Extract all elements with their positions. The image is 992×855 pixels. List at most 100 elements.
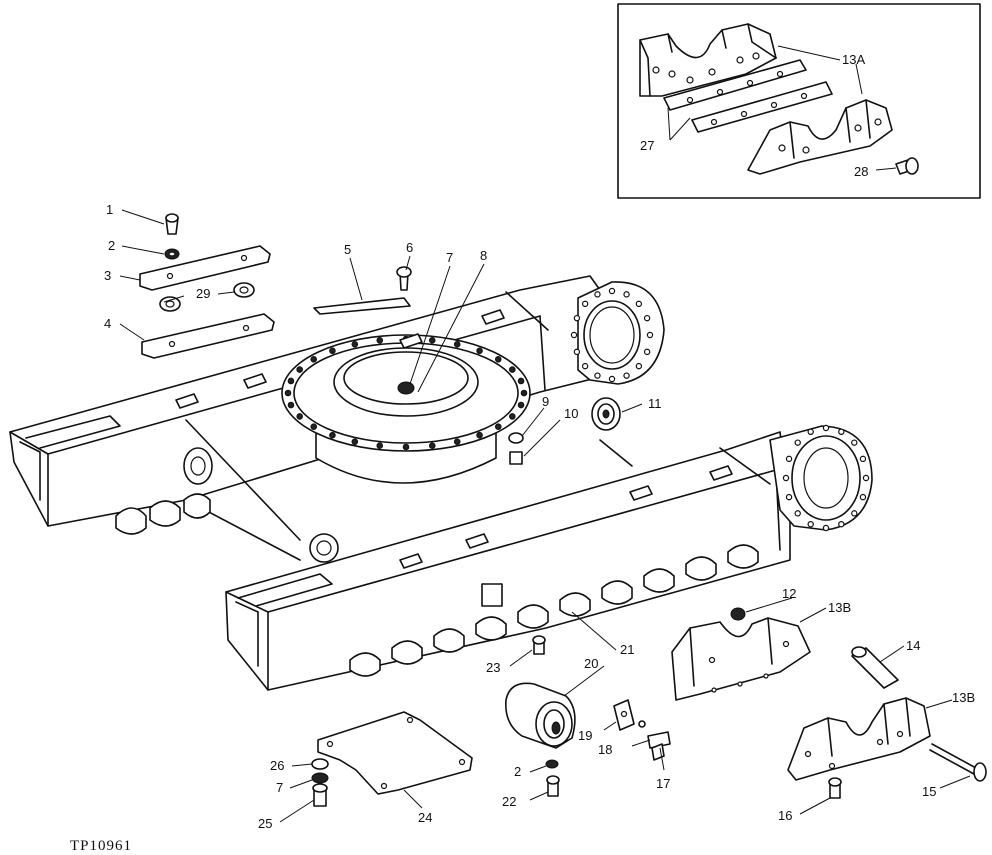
plate-bolt-hole xyxy=(608,287,616,295)
ring-bolt-hole xyxy=(351,341,359,348)
plate-bolt-hole xyxy=(643,314,651,322)
track-roller xyxy=(559,592,591,617)
guard-pad xyxy=(481,309,505,325)
ring-bolt-hole xyxy=(428,442,436,449)
plate-bolt-hole xyxy=(822,424,830,432)
plate-bolt-hole xyxy=(608,375,616,383)
callout-18: 18 xyxy=(598,742,612,757)
plate-bolt-hole xyxy=(838,520,845,528)
ring-bolt-hole xyxy=(476,431,483,439)
plate-bolt-hole xyxy=(635,362,643,370)
plate-bolt-hole xyxy=(594,372,601,379)
ring-bolt-hole xyxy=(296,413,303,420)
plate-bolt-hole xyxy=(838,428,845,436)
callout-4: 4 xyxy=(104,316,111,331)
track-roller xyxy=(349,652,381,677)
plate-bolt-hole xyxy=(822,524,830,532)
plate-bolt-hole xyxy=(851,510,858,517)
plate-bolt-hole xyxy=(623,291,630,298)
ring-bolt-hole xyxy=(509,413,516,420)
inset-upper-bracket xyxy=(639,23,777,97)
track-roller xyxy=(643,568,675,593)
plate-bolt-hole xyxy=(782,474,790,482)
track-roller xyxy=(727,544,759,569)
ring-bolt-hole xyxy=(428,337,436,344)
callout-15: 15 xyxy=(922,784,936,799)
callout-labels: 1 2 3 4 29 5 6 7 8 9 10 11 12 13B 14 13B… xyxy=(104,202,975,831)
callout-25: 25 xyxy=(258,816,272,831)
ring-bolt-hole xyxy=(453,341,461,348)
track-roller xyxy=(517,604,549,629)
rear-rollers xyxy=(115,493,211,535)
front-plate-holes xyxy=(782,424,870,532)
plate-bolt-hole xyxy=(581,300,589,308)
rear-plate-holes xyxy=(570,287,654,383)
inset-lower-bracket xyxy=(747,99,893,175)
ring-bolt-hole xyxy=(402,443,410,451)
track-roller xyxy=(601,580,633,605)
callout-19: 19 xyxy=(578,728,592,743)
plate-bolt-hole xyxy=(643,348,651,356)
plate-bolt-hole xyxy=(807,428,814,436)
track-frame xyxy=(9,275,873,691)
callout-21: 21 xyxy=(620,642,634,657)
track-roller xyxy=(391,640,423,665)
callout-1: 1 xyxy=(106,202,113,217)
swing-bearing-ring xyxy=(281,334,531,484)
plate-bolt-hole xyxy=(623,372,630,379)
guard-pad xyxy=(175,393,199,409)
callout-23: 23 xyxy=(486,660,500,675)
callout-29: 29 xyxy=(196,286,210,301)
callout-7-lower: 7 xyxy=(276,780,283,795)
plate-bolt-hole xyxy=(794,439,801,446)
rear-sprocket-plate xyxy=(577,281,665,385)
leader-lines xyxy=(119,209,971,823)
callout-14: 14 xyxy=(906,638,920,653)
callout-13b-upper: 13B xyxy=(828,600,851,615)
plate-bolt-hole xyxy=(646,331,654,339)
figure-id: TP10961 xyxy=(70,838,132,854)
ring-bolt-hole xyxy=(329,431,336,439)
guard-pad xyxy=(243,373,267,389)
ring-bolt-hole xyxy=(517,377,525,385)
top-plates xyxy=(139,213,412,359)
callout-20: 20 xyxy=(584,656,598,671)
ring-bolt-holes xyxy=(284,335,528,451)
plate-bolt-hole xyxy=(785,455,793,463)
inset-box: 13A 27 28 xyxy=(617,3,981,199)
plate-bolt-hole xyxy=(851,439,858,446)
ring-bolt-hole xyxy=(329,347,336,355)
ring-bolt-hole xyxy=(310,423,318,430)
guard-pad xyxy=(399,553,423,569)
ring-bolt-hole xyxy=(494,356,502,363)
callout-10: 10 xyxy=(564,406,578,421)
callout-6: 6 xyxy=(406,240,413,255)
ring-bolt-hole xyxy=(296,366,303,373)
plate-bolt-hole xyxy=(859,493,867,501)
ring-bolt-hole xyxy=(453,438,461,445)
callout-2: 2 xyxy=(108,238,115,253)
ring-bolt-hole xyxy=(287,401,295,409)
plate-bolt-hole xyxy=(581,362,589,370)
track-roller xyxy=(475,616,507,641)
roller-parts xyxy=(311,635,671,807)
plate-bolt-hole xyxy=(573,314,581,322)
plate-bolt-hole xyxy=(862,474,870,482)
callout-3: 3 xyxy=(104,268,111,283)
plate-bolt-hole xyxy=(807,520,814,528)
front-sprocket-plate xyxy=(769,425,873,531)
callout-9: 9 xyxy=(542,394,549,409)
guard-pad xyxy=(399,333,423,349)
ring-bolt-hole xyxy=(520,389,528,397)
callout-22: 22 xyxy=(502,794,516,809)
guard-brackets xyxy=(671,607,987,799)
inset-label-13a: 13A xyxy=(842,52,865,67)
callout-7: 7 xyxy=(446,250,453,265)
ring-bolt-hole xyxy=(287,377,295,385)
plate-bolt-hole xyxy=(573,348,581,356)
guard-pads xyxy=(175,309,733,569)
ring-bolt-hole xyxy=(351,438,359,445)
inset-label-27: 27 xyxy=(640,138,654,153)
ring-bolt-hole xyxy=(284,389,292,397)
